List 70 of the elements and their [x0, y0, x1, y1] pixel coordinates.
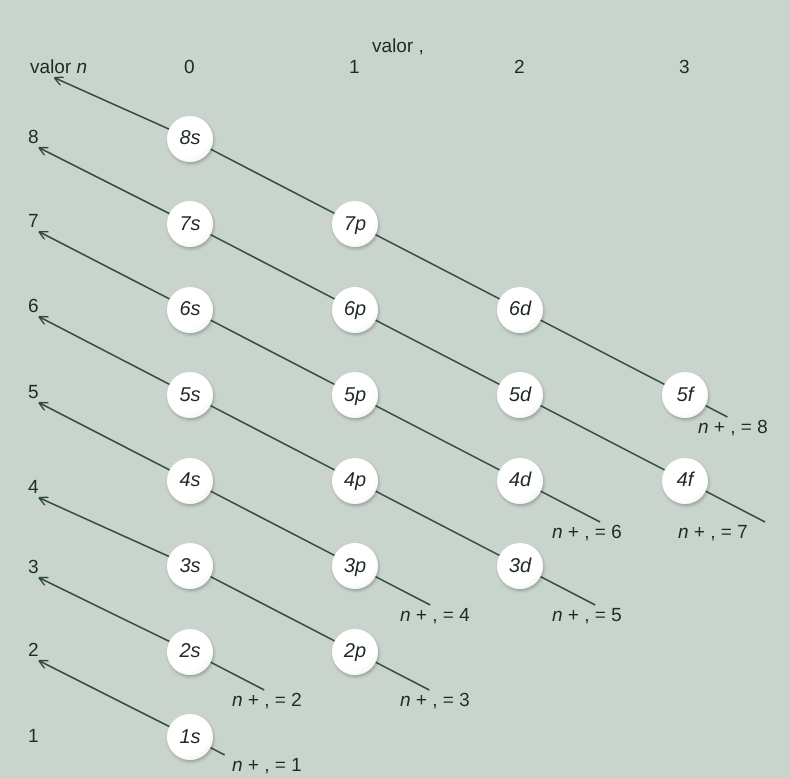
orbital-circle: 4s	[167, 458, 213, 504]
connector-line	[210, 661, 265, 691]
orbital-circle: 8s	[167, 116, 213, 162]
orbital-circle: 3s	[167, 543, 213, 589]
orbital-circle: 6p	[332, 286, 378, 332]
sum-label: n + , = 6	[552, 522, 622, 544]
connector-line	[375, 490, 500, 556]
orbital-circle: 2p	[332, 628, 378, 674]
orbital-circle: 3p	[332, 543, 378, 589]
row-label: 4	[28, 477, 39, 499]
arrow	[38, 496, 170, 558]
orbital-circle: 4p	[332, 458, 378, 504]
connector-line	[705, 404, 728, 418]
orbital-circle: 3d	[497, 543, 543, 589]
row-label: 2	[28, 640, 39, 662]
orbital-circle: 2s	[167, 628, 213, 674]
orbital-circle: 5p	[332, 372, 378, 418]
row-label: 6	[28, 296, 39, 318]
row-label: 3	[28, 557, 39, 579]
orbital-circle: 4f	[662, 458, 708, 504]
connector-line	[210, 490, 335, 556]
orbital-circle: 6d	[497, 286, 543, 332]
connector-line	[540, 490, 600, 523]
orbital-circle: 1s	[167, 714, 213, 760]
connector-line	[210, 234, 335, 300]
arrow	[38, 402, 170, 471]
arrow	[38, 316, 170, 386]
arrow	[38, 660, 170, 728]
arrow	[53, 76, 170, 130]
connector-line	[210, 576, 335, 642]
orbital-circle: 6s	[167, 286, 213, 332]
connector-line	[375, 661, 430, 691]
sum-label: n + , = 7	[678, 522, 748, 544]
column-number: 3	[679, 57, 690, 79]
orbital-circle: 5d	[497, 372, 543, 418]
row-label: 8	[28, 127, 39, 149]
connector-line	[210, 746, 226, 756]
column-number: 0	[184, 57, 195, 79]
connector-line	[375, 576, 431, 606]
orbital-circle: 7s	[167, 201, 213, 247]
row-label: valor n	[30, 57, 88, 79]
connector-line	[375, 319, 500, 386]
sum-label: n + , = 3	[400, 690, 470, 712]
connector-line	[210, 148, 335, 214]
connector-line	[210, 404, 335, 471]
connector-line	[210, 319, 335, 386]
orbital-circle: 5s	[167, 372, 213, 418]
row-label: 7	[28, 211, 39, 233]
sum-label: n + , = 8	[698, 417, 768, 439]
connector-line	[705, 490, 766, 523]
orbital-circle: 5f	[662, 372, 708, 418]
sum-label: n + , = 2	[232, 690, 302, 712]
axis-heading: valor ,	[372, 36, 424, 58]
row-label: 1	[28, 726, 39, 748]
sum-label: n + , = 4	[400, 605, 470, 627]
sum-label: n + , = 1	[232, 755, 302, 777]
connector-line	[540, 319, 665, 386]
arrow	[38, 576, 170, 642]
sum-label: n + , = 5	[552, 605, 622, 627]
orbital-circle: 4d	[497, 458, 543, 504]
arrow	[38, 230, 170, 300]
column-number: 2	[514, 57, 525, 79]
orbital-circle: 7p	[332, 201, 378, 247]
connector-line	[375, 404, 500, 471]
column-number: 1	[349, 57, 360, 79]
connector-line	[375, 234, 500, 300]
connector-line	[540, 576, 596, 606]
connector-line	[540, 404, 665, 471]
row-label: 5	[28, 382, 39, 404]
arrow	[38, 146, 170, 214]
